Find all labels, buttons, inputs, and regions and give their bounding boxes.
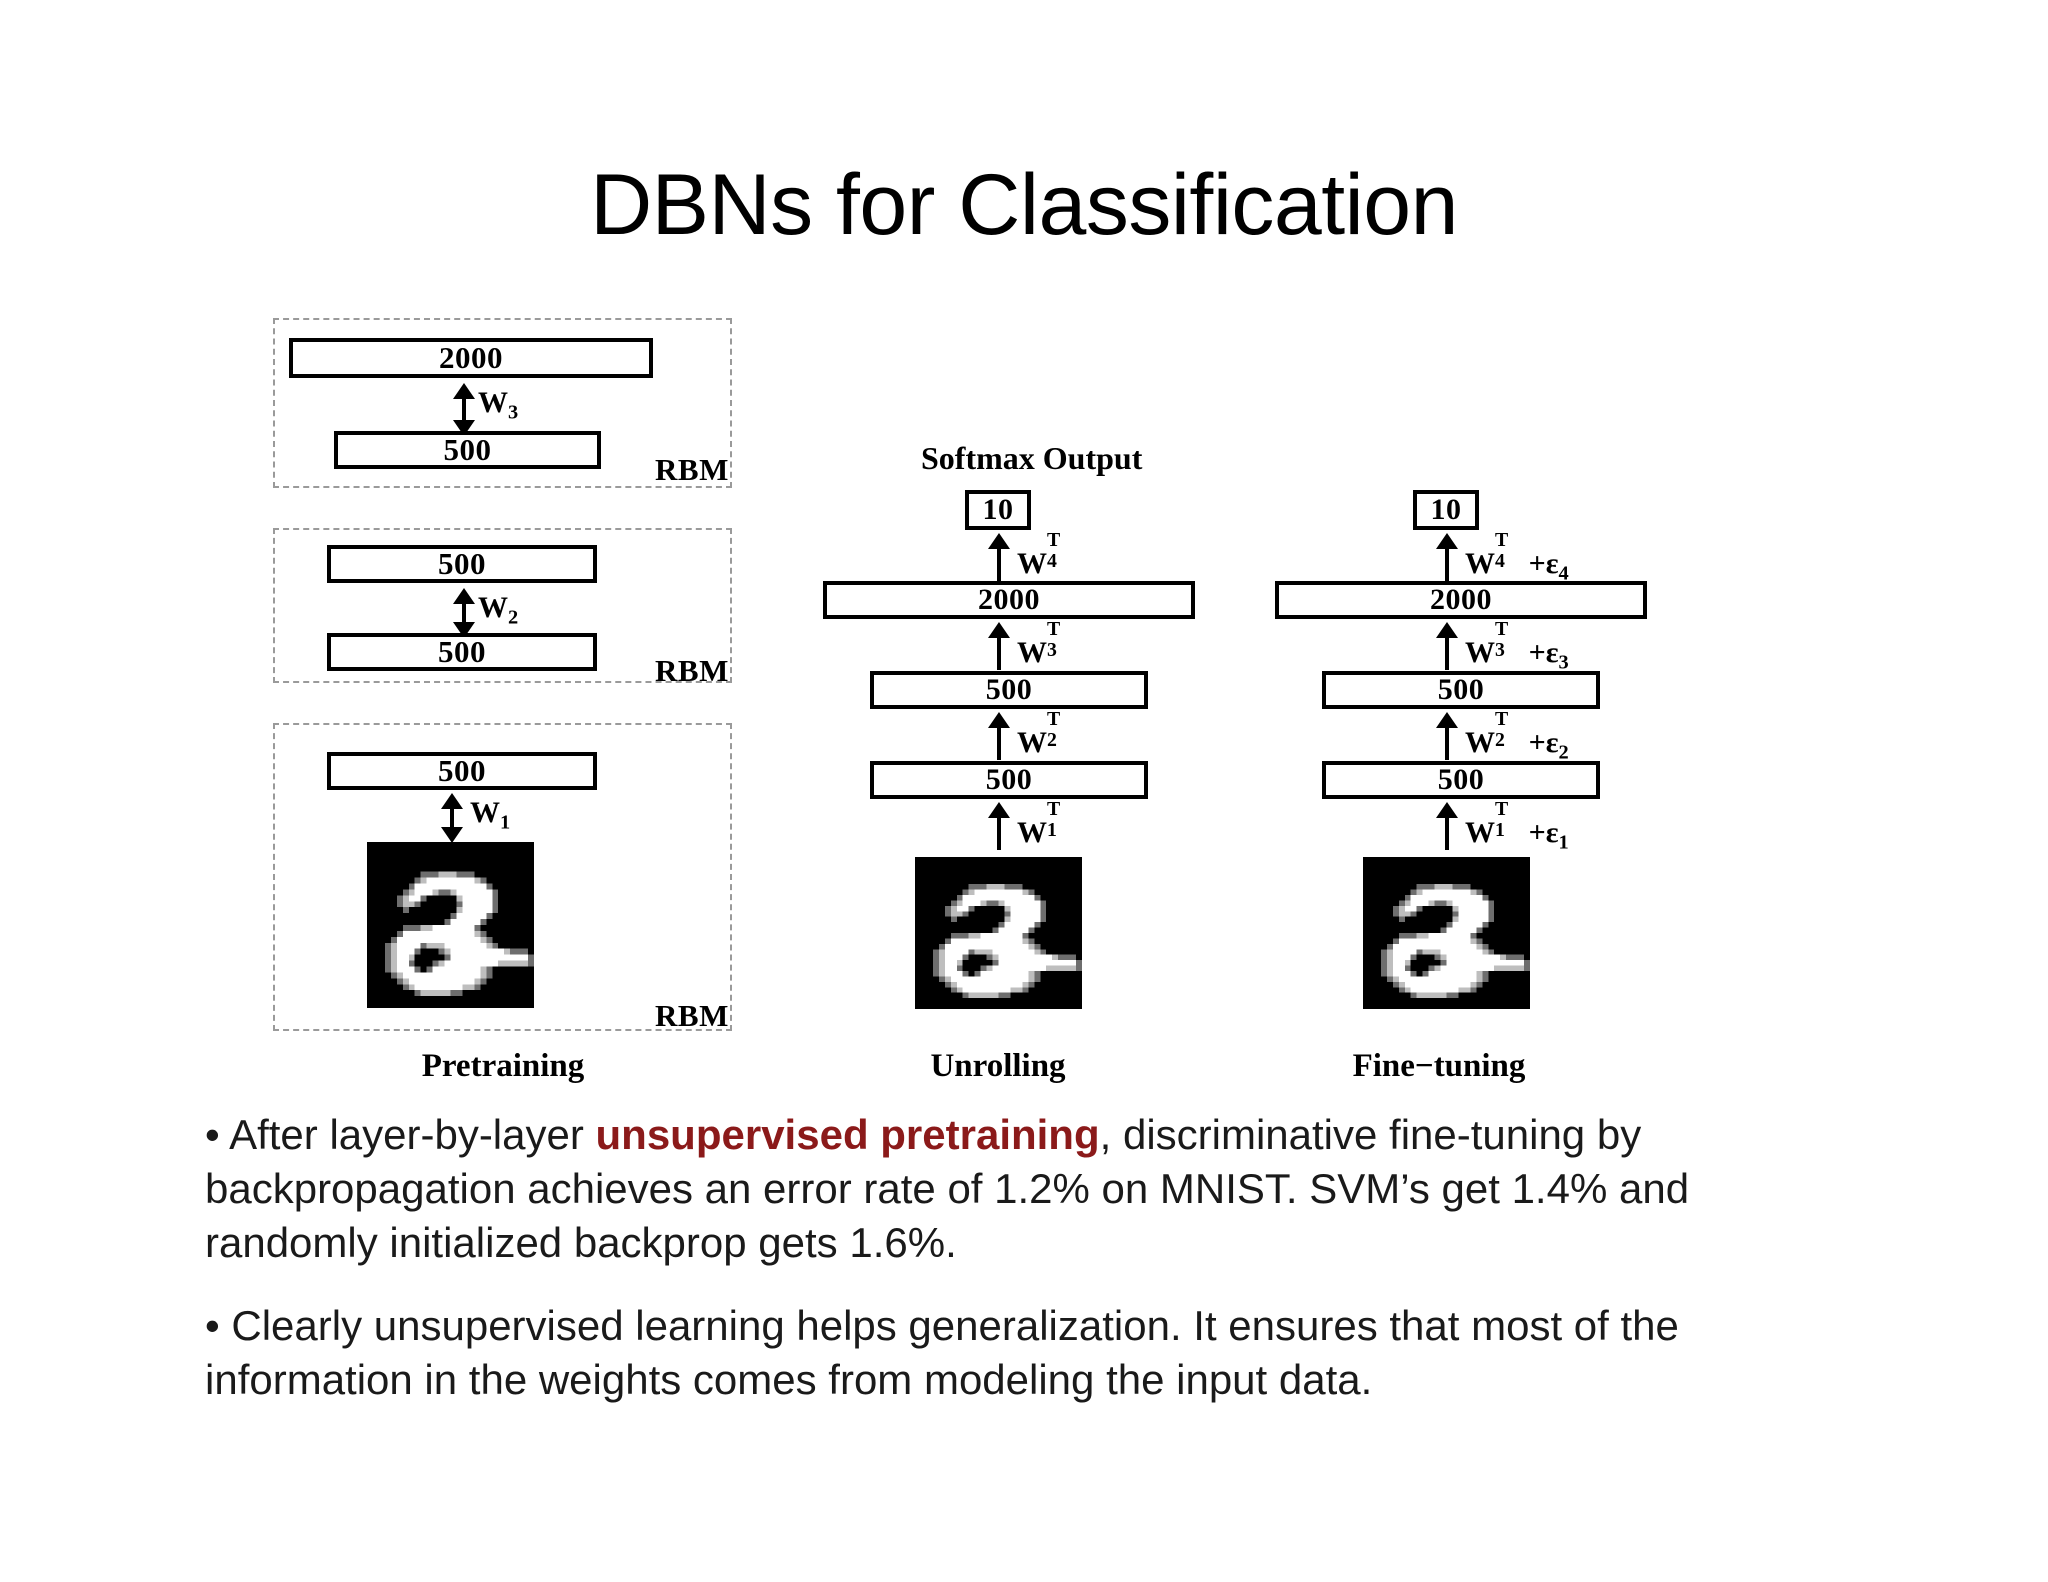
unroll-arrow-w3: [987, 622, 1011, 670]
bullet-2-pre: Clearly unsupervised learning helps gene…: [205, 1302, 1679, 1403]
unroll-arrow-w4: [987, 533, 1011, 581]
column-caption-unrolling: Unrolling: [930, 1048, 1066, 1084]
bullet-1-pre: After layer-by-layer: [229, 1111, 596, 1158]
pretrain-weight-label-w2: W2: [478, 591, 519, 629]
bullet-1-highlight: unsupervised pretraining: [595, 1111, 1100, 1158]
finetune-layer-10: 10: [1413, 490, 1479, 530]
rbm-tag-2: RBM: [655, 653, 729, 688]
unroll-arrow-w2: [987, 712, 1011, 760]
pretrain-layer-500-d: 500: [327, 752, 597, 790]
unroll-arrow-w1: [987, 802, 1011, 850]
mnist-digit-pretraining: [367, 842, 534, 1008]
finetune-arrow-w3: [1435, 622, 1459, 670]
rbm-tag-3: RBM: [655, 998, 729, 1033]
finetune-arrow-w1: [1435, 802, 1459, 850]
rbm-block-3: [273, 723, 732, 1031]
bullet-marker-2: •: [205, 1302, 220, 1350]
pretrain-layer-500-a: 500: [334, 431, 601, 469]
softmax-output-label: Softmax Output: [921, 440, 1143, 476]
mnist-digit-unrolling: [915, 857, 1082, 1009]
page-title: DBNs for Classification: [590, 157, 1458, 253]
finetune-layer-500-a: 500: [1322, 671, 1600, 709]
pretrain-layer-500-c: 500: [327, 633, 597, 671]
pretrain-arrow-w2: [452, 588, 476, 638]
pretrain-arrow-w3: [452, 383, 476, 436]
rbm-block-2: [273, 528, 732, 683]
finetune-arrow-w4: [1435, 533, 1459, 581]
pretrain-layer-2000: 2000: [289, 338, 653, 378]
bullet-1-post: , discriminative fine-tuning by backprop…: [205, 1111, 1690, 1266]
column-caption-pretraining: Pretraining: [421, 1048, 585, 1084]
pretrain-arrow-w1: [440, 793, 464, 843]
mnist-digit-finetuning: [1363, 857, 1530, 1009]
finetune-layer-500-b: 500: [1322, 761, 1600, 799]
unroll-layer-500-a: 500: [870, 671, 1148, 709]
dbn-architecture-diagram: 2000 W3 500 RBM 500 W2 500 RBM 500 W1 RB…: [273, 318, 1647, 1084]
rbm-tag-1: RBM: [655, 452, 729, 487]
finetune-arrow-w2: [1435, 712, 1459, 760]
unroll-layer-10: 10: [965, 490, 1031, 530]
unroll-layer-500-b: 500: [870, 761, 1148, 799]
bullet-2: • Clearly unsupervised learning helps ge…: [205, 1299, 1865, 1407]
pretrain-weight-label-w3: W3: [478, 386, 519, 424]
column-caption-finetuning: Fine−tuning: [1352, 1048, 1526, 1084]
slide-body: • After layer-by-layer unsupervised pret…: [205, 1108, 1865, 1437]
unroll-layer-2000: 2000: [823, 581, 1195, 619]
bullet-marker-1: •: [205, 1111, 220, 1158]
pretrain-layer-500-b: 500: [327, 545, 597, 583]
finetune-layer-2000: 2000: [1275, 581, 1647, 619]
pretrain-weight-label-w1: W1: [470, 796, 511, 834]
rbm-block-1: [273, 318, 732, 488]
bullet-1: • After layer-by-layer unsupervised pret…: [205, 1108, 1865, 1269]
